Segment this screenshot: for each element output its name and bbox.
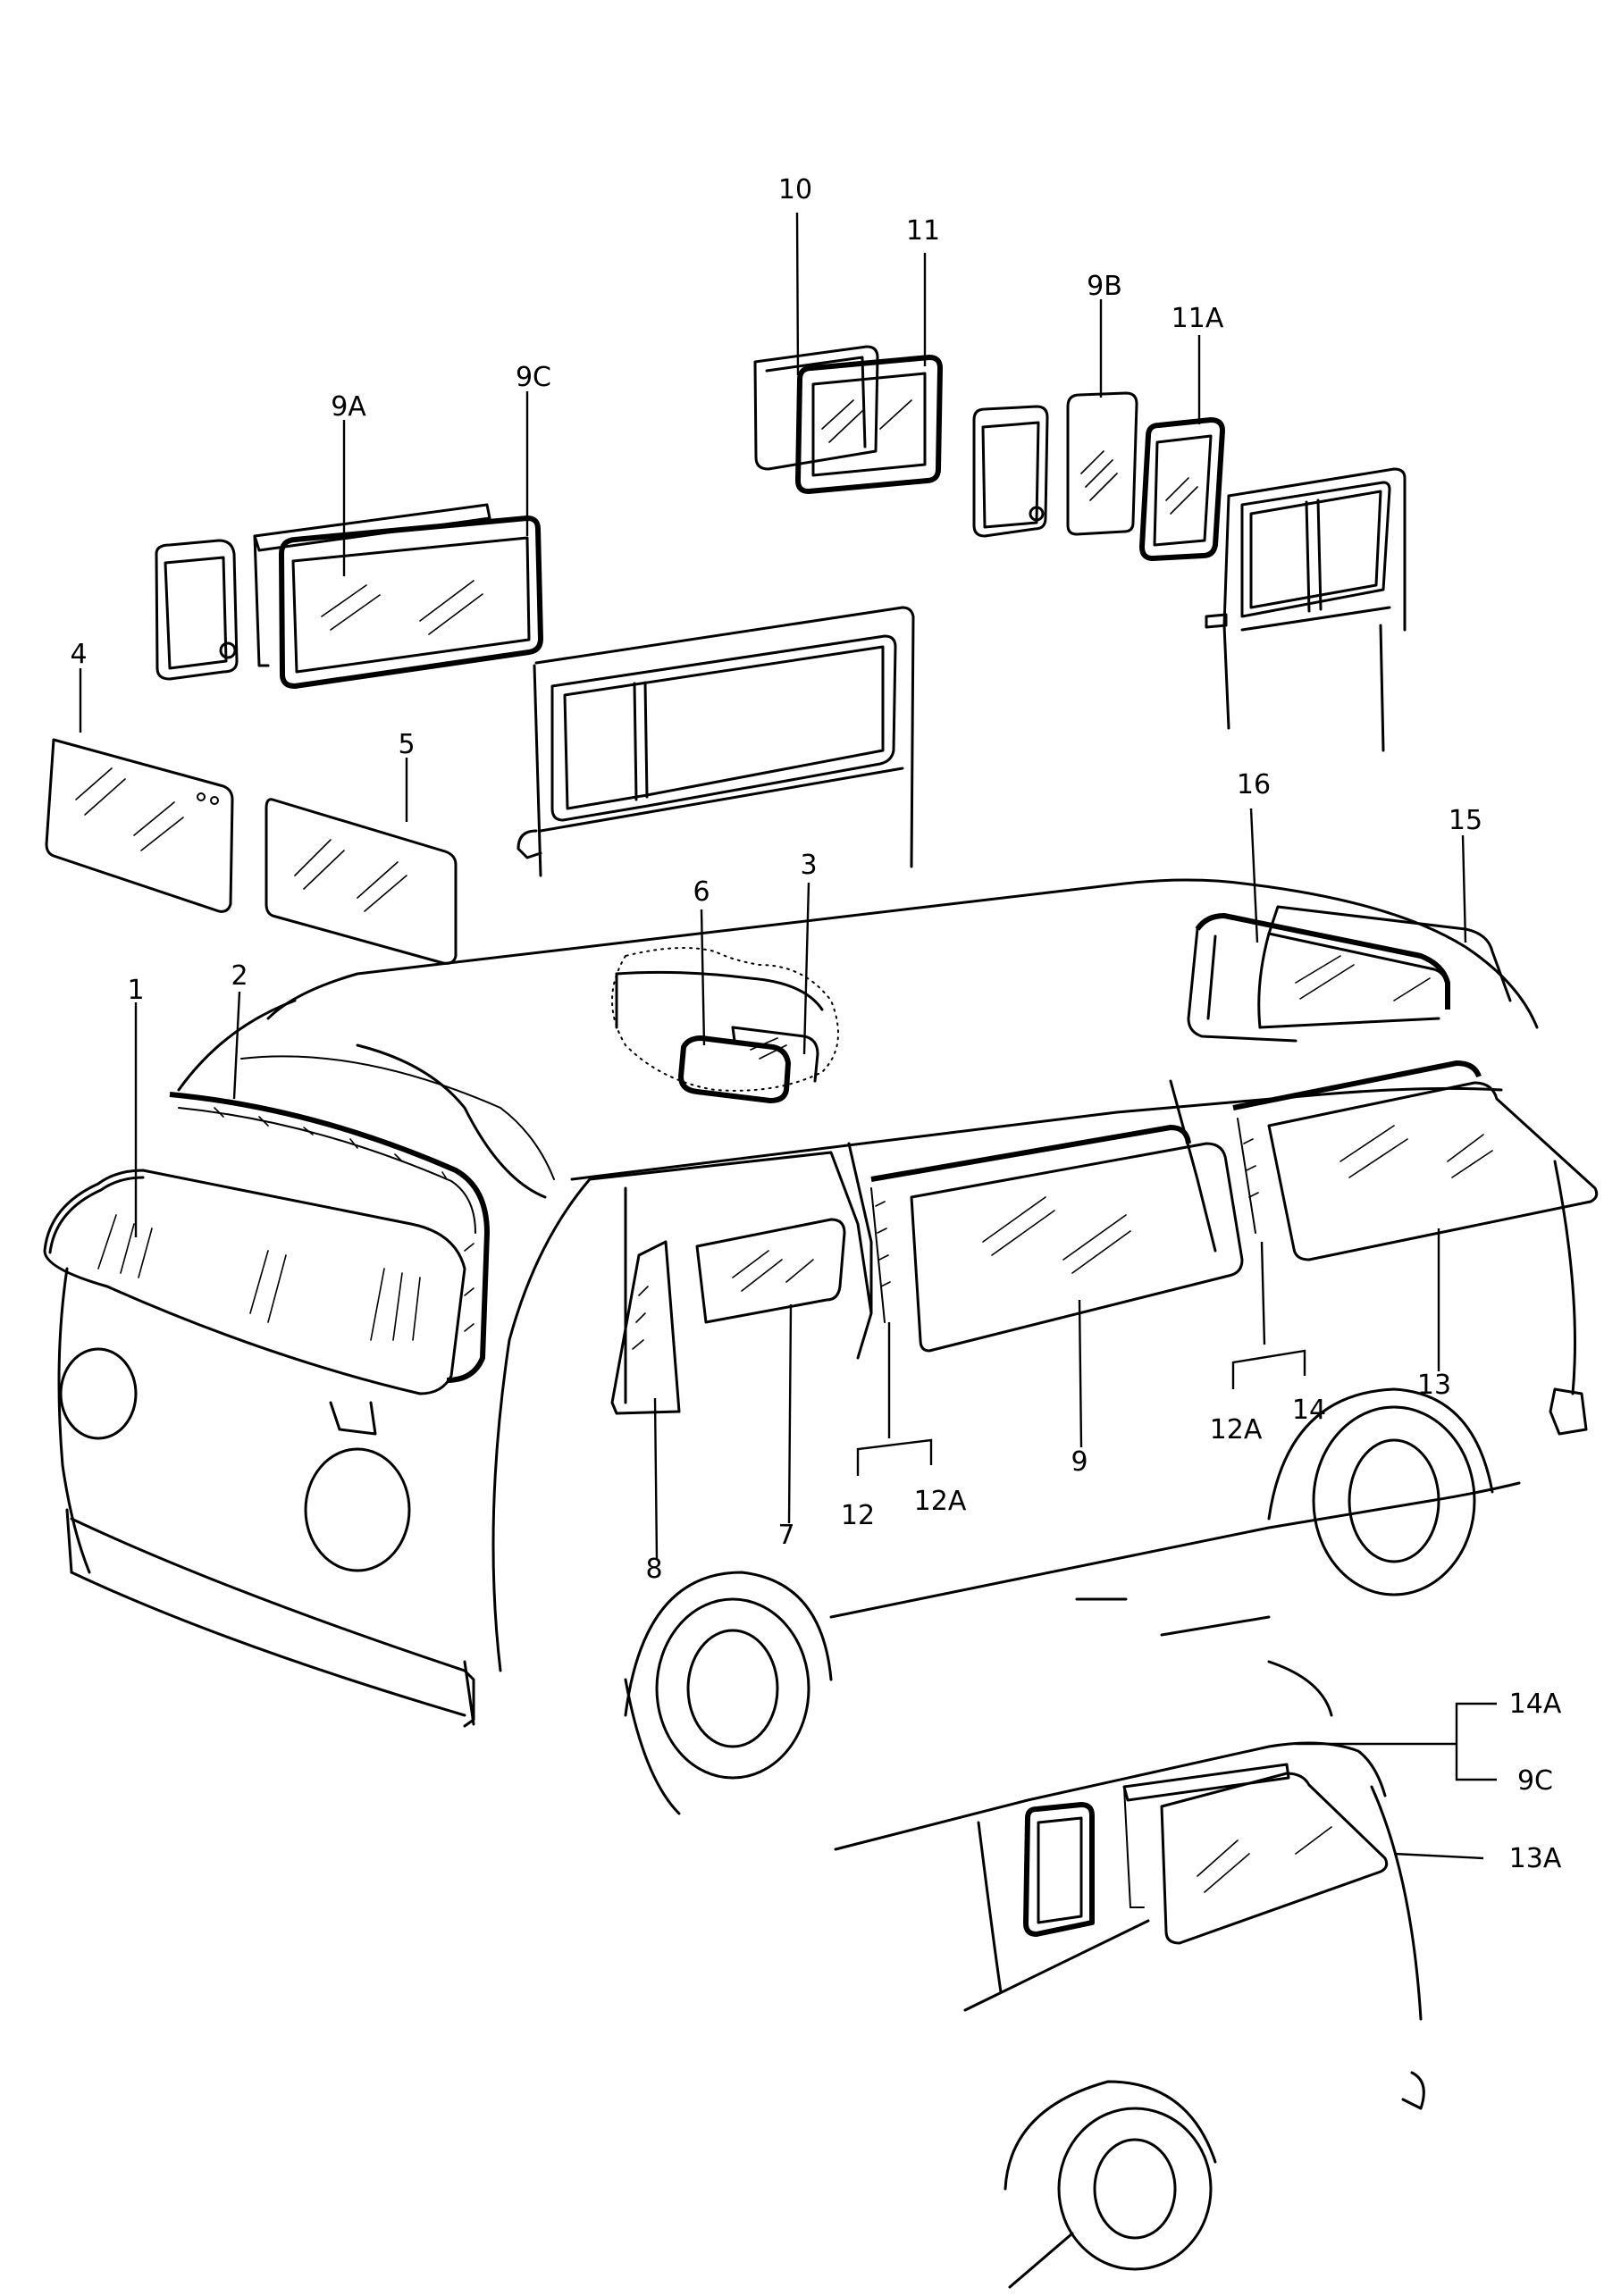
leader-lines: [79, 212, 1497, 1860]
callout-5: 5: [398, 729, 415, 760]
frame-9b-11a: [972, 391, 1225, 561]
body-section-slider: [516, 606, 915, 877]
callout-12: 12: [841, 1500, 875, 1531]
callout-3: 3: [800, 850, 817, 881]
callout-11: 11: [906, 215, 940, 247]
quarter-vent-glass: [610, 1240, 681, 1415]
callout-9c-top: 9C: [516, 362, 551, 393]
side-glass-middle: [870, 1125, 1244, 1353]
callout-13a: 13A: [1509, 1843, 1562, 1874]
side-glass-rear: [1232, 1060, 1599, 1261]
rear-window: [1187, 905, 1512, 1043]
callout-8: 8: [645, 1554, 662, 1585]
callout-10: 10: [778, 174, 812, 205]
callout-2: 2: [231, 960, 248, 992]
windscreen-seal: [169, 1092, 490, 1383]
panel-5: [265, 798, 458, 965]
callout-16: 16: [1237, 769, 1271, 800]
callout-9b: 9B: [1087, 271, 1122, 302]
callout-15: 15: [1449, 805, 1482, 836]
callout-9c-inset: 9C: [1517, 1765, 1553, 1797]
windscreen-glass: [43, 1169, 466, 1395]
callout-12a-rear: 12A: [1210, 1414, 1263, 1445]
callout-6: 6: [693, 876, 710, 908]
callout-11a: 11A: [1172, 303, 1224, 334]
callout-14a: 14A: [1509, 1688, 1562, 1720]
callout-12a-mid: 12A: [914, 1486, 967, 1517]
inset-detail: [834, 1597, 1425, 2289]
callout-labels: 1 2 3 4 5 6 7 8 9 9A 9B 9C 10 11 11A 12 …: [70, 174, 1561, 1874]
body-section-rear: [1205, 467, 1407, 752]
panel-4: [45, 738, 234, 913]
callout-9: 9: [1071, 1446, 1088, 1478]
callout-13: 13: [1417, 1370, 1451, 1401]
callout-1: 1: [127, 975, 144, 1006]
callout-7: 7: [777, 1520, 794, 1551]
bus-body-outline: [57, 878, 1588, 1815]
callout-4: 4: [70, 639, 87, 670]
frame-10-11: [753, 345, 943, 494]
callout-9a: 9A: [331, 391, 366, 423]
callout-14: 14: [1292, 1395, 1326, 1426]
door-glass: [695, 1218, 846, 1324]
sliding-window-9a: [155, 503, 543, 689]
